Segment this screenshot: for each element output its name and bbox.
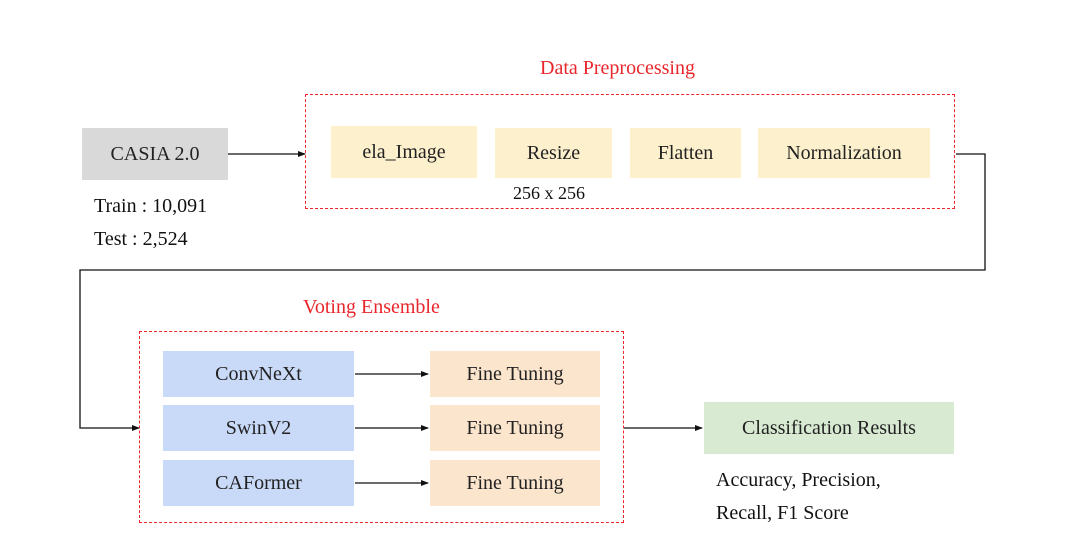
model-caformer-label: CAFormer bbox=[215, 471, 302, 494]
test-count: Test : 2,524 bbox=[94, 228, 188, 250]
step-resize-label: Resize bbox=[526, 141, 581, 164]
finetune-swinv2-label: Fine Tuning bbox=[466, 416, 564, 439]
step-normalization-label: Normalization bbox=[786, 141, 902, 164]
finetune-swinv2: Fine Tuning bbox=[430, 405, 600, 451]
finetune-convnext-label: Fine Tuning bbox=[466, 362, 564, 385]
source-label: CASIA 2.0 bbox=[110, 142, 200, 165]
step-ela-image-label: ela_Image bbox=[362, 140, 446, 163]
ensemble-title: Voting Ensemble bbox=[303, 296, 440, 318]
classification-results-label: Classification Results bbox=[742, 416, 916, 439]
model-convnext-label: ConvNeXt bbox=[215, 362, 302, 385]
model-swinv2: SwinV2 bbox=[163, 405, 354, 451]
model-convnext: ConvNeXt bbox=[163, 351, 354, 397]
preprocessing-title: Data Preprocessing bbox=[540, 57, 695, 79]
step-flatten-label: Flatten bbox=[657, 141, 714, 164]
ensemble-group bbox=[139, 331, 624, 523]
step-flatten: Flatten bbox=[630, 128, 741, 178]
finetune-caformer: Fine Tuning bbox=[430, 460, 600, 506]
step-ela-image: ela_Image bbox=[331, 126, 477, 178]
metrics-line-1: Accuracy, Precision, bbox=[716, 469, 881, 491]
classification-results-box: Classification Results bbox=[704, 402, 954, 454]
resize-note: 256 x 256 bbox=[513, 183, 585, 203]
preprocessing-group bbox=[305, 94, 955, 209]
source-box: CASIA 2.0 bbox=[82, 128, 228, 180]
model-swinv2-label: SwinV2 bbox=[225, 416, 292, 439]
step-resize: Resize bbox=[495, 128, 612, 178]
step-normalization: Normalization bbox=[758, 128, 930, 178]
metrics-line-2: Recall, F1 Score bbox=[716, 502, 849, 524]
model-caformer: CAFormer bbox=[163, 460, 354, 506]
train-count: Train : 10,091 bbox=[94, 195, 208, 217]
finetune-convnext: Fine Tuning bbox=[430, 351, 600, 397]
finetune-caformer-label: Fine Tuning bbox=[466, 471, 564, 494]
